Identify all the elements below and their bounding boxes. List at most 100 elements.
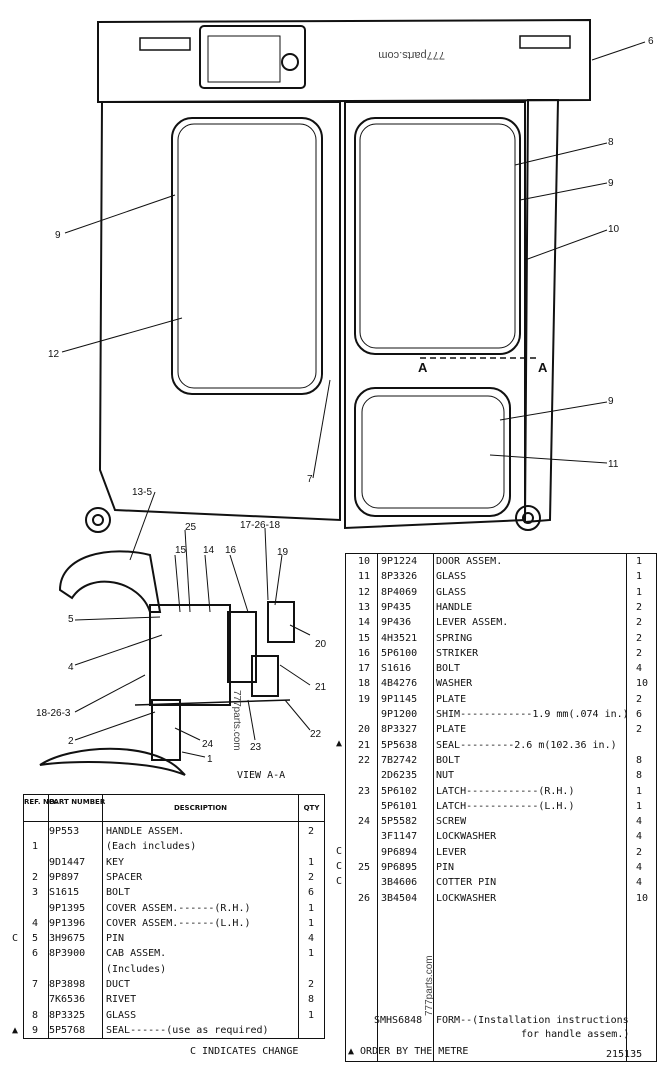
rt-qty: 2 [636,632,643,644]
rt-qty: 2 [636,617,643,629]
change-mark-r2: C [336,861,343,872]
callout-1: 1 [207,754,213,765]
lt-qty: 1 [308,1009,315,1021]
lt-desc: SEAL------(use as required) [106,1024,269,1036]
callout-25: 25 [185,522,197,533]
header-ref: REF. NO. [24,798,58,806]
lt-ref: 5 [32,933,39,945]
rt-qty: 2 [636,647,643,659]
header-desc: DESCRIPTION [173,804,228,812]
lt-row: (Includes) [24,963,324,978]
footnote-metre: ▲ ORDER BY THE METRE [348,1046,469,1057]
lt-ref: 4 [32,917,39,929]
rt-ref: 20 [358,724,371,736]
rt-desc: SPRING [436,632,473,644]
lt-qty: 2 [308,979,315,990]
callout-13-5: 13-5 [132,487,152,498]
rt-row: 21 5P5638 SEAL---------2.6 m(102.36 in.) [346,739,656,754]
rt-qty: 2 [636,724,643,736]
rt-desc: LOCKWASHER [436,892,497,904]
lever-detail [39,747,186,776]
rt-part: 3B4606 [381,877,418,889]
form-desc-1: FORM--(Installation instructions [436,1015,629,1026]
rt-ref: 17 [358,663,371,675]
rt-qty: 2 [636,601,643,613]
lt-desc: COVER ASSEM.------(L.H.) [106,917,251,929]
rt-part: 5P6100 [381,647,418,659]
rt-part: 7B2742 [381,754,418,766]
rt-part: 5P5582 [381,816,418,828]
rt-qty: 1 [636,800,643,812]
rt-desc: LATCH------------(L.H.) [436,800,575,812]
cover-assembly [149,604,231,706]
rt-ref: 13 [358,601,371,613]
rt-part: 5P6102 [381,785,418,797]
lt-part: 3H9675 [49,933,86,945]
callout-18-26-3: 18-26-3 [36,708,71,719]
rt-part: 4H3521 [381,632,418,644]
callout-6: 6 [648,36,654,47]
change-mark: C [12,933,19,944]
rt-ref: 14 [358,617,371,629]
watermark-top: 777parts.com [378,49,445,61]
upper-door-glass [354,117,521,355]
rt-desc: LEVER [436,846,467,858]
rt-desc: SHIM------------1.9 mm(.074 in.) [436,709,629,720]
rt-part: 9P435 [381,601,412,613]
lt-ref: 6 [32,948,39,960]
right-door [344,101,526,530]
figure-number: 215135 [606,1049,643,1060]
callout-7: 7 [307,474,313,485]
callout-16: 16 [225,545,237,556]
rt-part: 5P5638 [381,739,418,751]
rt-ref: 24 [358,816,371,828]
lt-part: 8P3898 [49,979,86,990]
rt-part: 9P6894 [381,846,418,858]
rt-desc: PLATE [436,724,467,736]
lt-part: 8P3900 [49,948,86,960]
callout-9c: 9 [55,230,61,241]
rt-desc: STRIKER [436,647,479,659]
rt-part: 8P3327 [381,724,418,736]
rt-ref: 18 [358,678,371,690]
lt-desc: (Includes) [106,963,167,975]
form-desc-2: for handle assem.) [521,1029,630,1040]
lt-qty: 2 [308,826,315,837]
rt-ref: 23 [358,785,371,797]
rt-qty: 1 [636,586,643,598]
rt-desc: PIN [436,862,455,873]
rt-ref: 21 [358,739,371,751]
rt-part: 9P1145 [381,693,418,705]
rt-qty: 10 [636,678,649,690]
cab-roof [97,18,591,104]
rt-desc: LATCH------------(R.H.) [436,785,575,797]
rt-desc: SEAL---------2.6 m(102.36 in.) [436,739,617,751]
change-mark-r3: C [336,876,343,887]
lt-desc: COVER ASSEM.------(R.H.) [106,902,251,914]
lt-desc: KEY [106,856,125,868]
callout-9b: 9 [608,396,614,407]
lt-ref: 9 [32,1024,39,1036]
lt-qty: 1 [308,902,315,914]
rt-ref: 26 [358,892,371,904]
callout-17-26-18: 17-26-18 [240,520,280,531]
rt-ref: 22 [358,754,371,766]
callout-15: 15 [175,545,187,556]
lt-desc: DUCT [106,979,131,990]
callout-5: 5 [68,614,74,625]
callout-19: 19 [277,547,289,558]
rt-part: 8P4069 [381,586,418,598]
lower-door-glass [354,387,511,517]
lt-ref: 1 [32,841,39,853]
rt-qty: 1 [636,556,643,567]
